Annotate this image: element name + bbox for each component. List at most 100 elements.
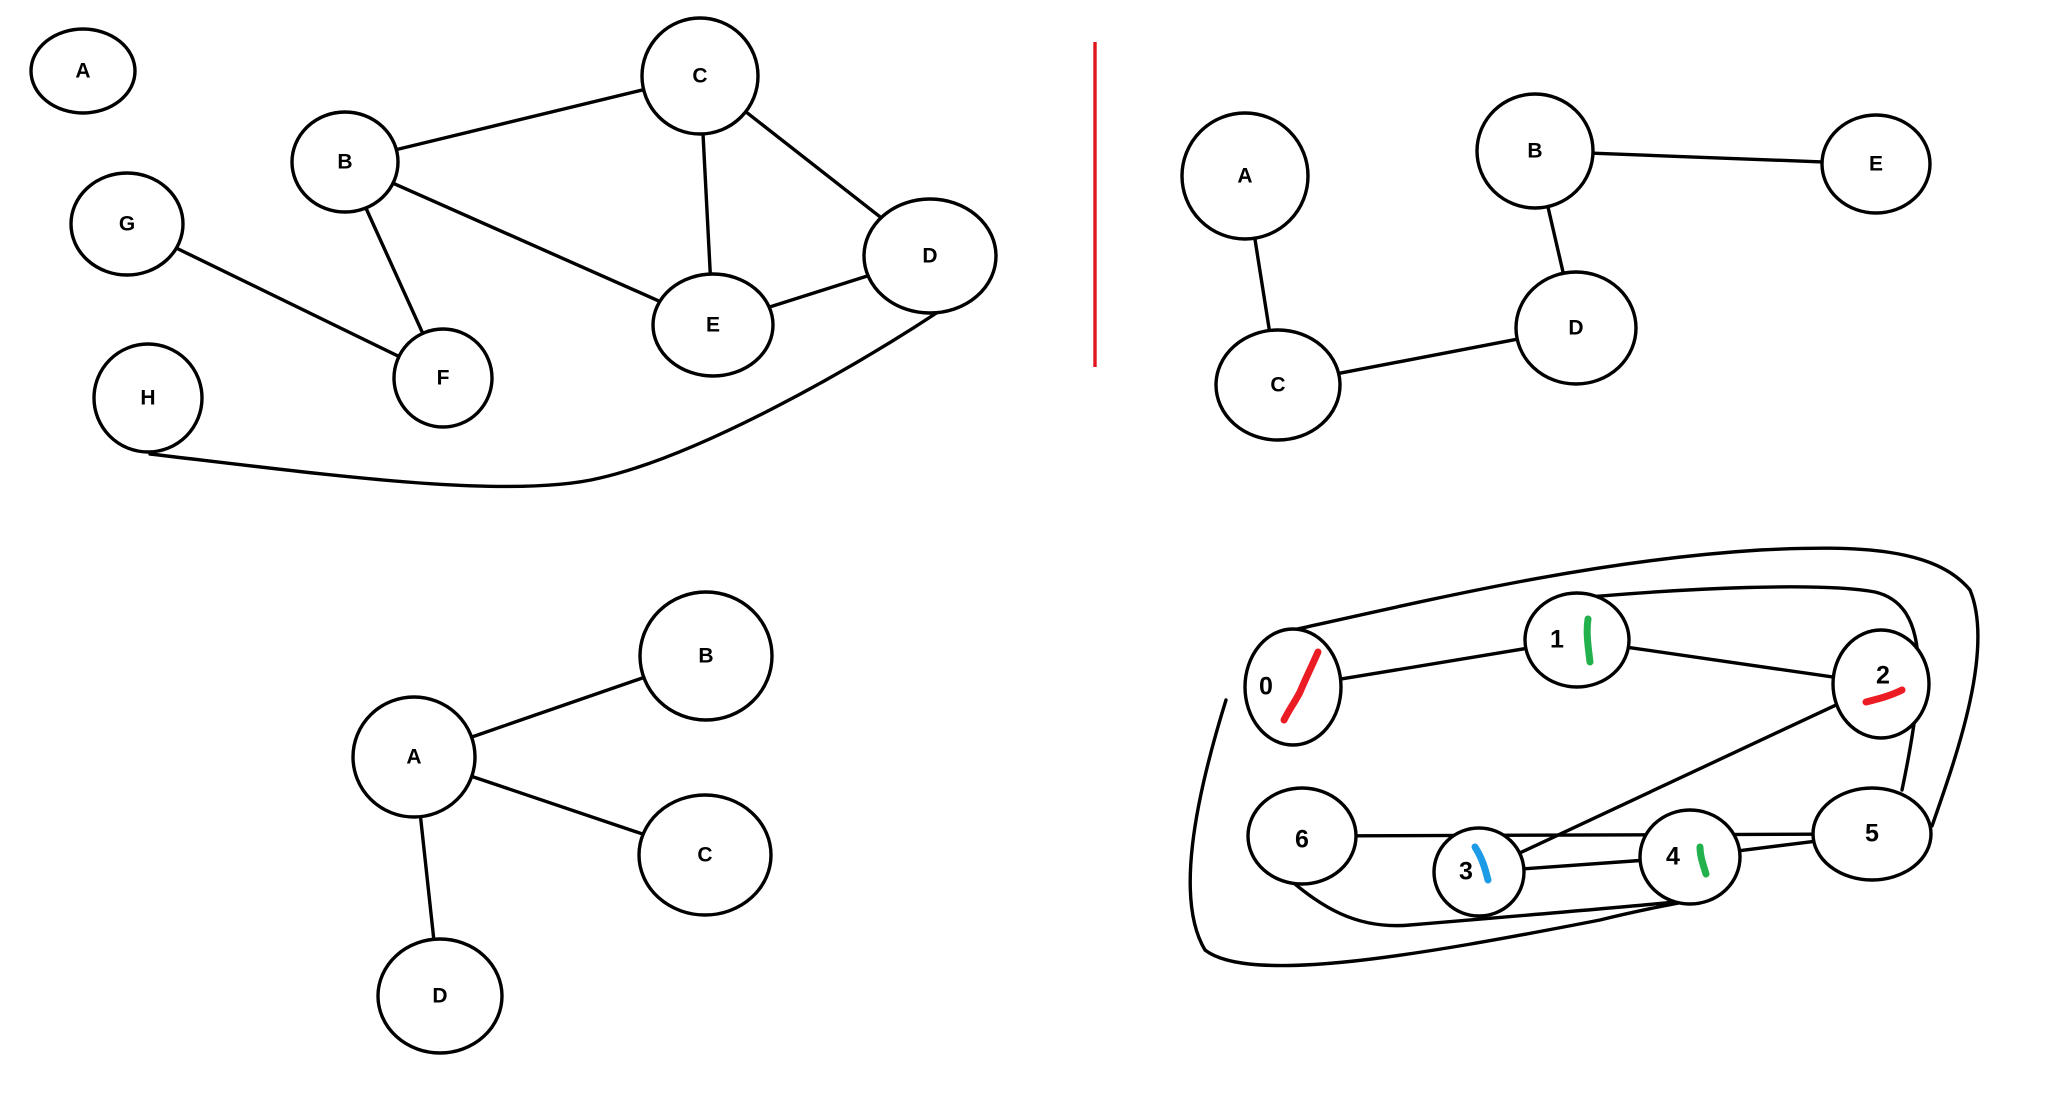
graph-2-edges — [1253, 151, 1824, 376]
graph-2-node-e: E — [1820, 113, 1932, 215]
graph-2-node-c: C — [1214, 328, 1342, 442]
color-mark-red-node-2 — [1862, 686, 1906, 706]
graph-1-node-c: C — [640, 16, 760, 136]
graph-1-edge-c-d — [744, 109, 883, 220]
graph-4-node-5: 5 — [1811, 786, 1933, 882]
node-circle — [1638, 808, 1742, 906]
graph-2-node-b: B — [1475, 92, 1595, 210]
graph-1-edges — [148, 87, 940, 489]
graph-3-node-c: C — [637, 793, 773, 917]
edges-layer — [148, 87, 1980, 968]
graph-2-node-a: A — [1180, 111, 1310, 241]
graph-3-edge-a-d — [418, 815, 436, 941]
graph-1-node-b: B — [290, 110, 400, 214]
graph-1-node-d: D — [862, 197, 998, 315]
node-circle — [29, 27, 137, 115]
nodes-layer: A B C D E F G H A B C D E A B C D 0 1 2 3 4 5 6 — [29, 16, 1933, 1055]
graph-3-node-b: B — [638, 590, 774, 722]
node-circle — [1831, 628, 1931, 740]
node-label: B — [1527, 140, 1542, 163]
graph-1-edge-b-c — [394, 87, 646, 152]
graph-3-node-a: A — [351, 695, 477, 819]
graph-4-edge-3-4 — [1522, 858, 1642, 871]
graph-4-edge-0-1 — [1338, 646, 1528, 681]
color-mark-green-node-4 — [1696, 843, 1710, 878]
node-circle — [69, 171, 185, 277]
graph-1-edge-c-e — [701, 132, 712, 276]
graph-2-node-d: D — [1514, 270, 1638, 386]
node-label: H — [140, 387, 155, 410]
node-circle — [638, 590, 774, 722]
graph-4-node-4: 4 — [1638, 808, 1742, 906]
node-label: 2 — [1876, 662, 1890, 690]
node-label: 6 — [1295, 826, 1309, 854]
graph-4-edge-1-2 — [1626, 645, 1836, 679]
graph-4-node-1: 1 — [1523, 591, 1631, 689]
node-circle — [290, 110, 400, 214]
node-label: C — [1270, 374, 1285, 397]
node-label: A — [1237, 165, 1252, 188]
node-label: 3 — [1459, 858, 1473, 886]
graph-1-node-e: E — [651, 272, 775, 378]
graph-4-edges — [1188, 546, 1980, 968]
graph-3-node-d: D — [376, 937, 504, 1055]
node-circle — [392, 327, 494, 429]
graph-4-edge-0-4 — [1188, 698, 1702, 968]
graph-3-edges — [418, 675, 646, 941]
graph-2-edge-a-c — [1253, 236, 1272, 333]
color-marks-layer — [1280, 615, 1906, 884]
node-label: D — [1568, 317, 1583, 340]
graph-4-node-2: 2 — [1831, 628, 1931, 740]
node-label: C — [697, 844, 712, 867]
color-mark-blue-node-3 — [1471, 843, 1492, 884]
node-circle — [1214, 328, 1342, 442]
node-circle — [862, 197, 998, 315]
node-circle — [1246, 786, 1358, 886]
graph-1-edge-h-d — [148, 310, 940, 489]
node-label: 0 — [1259, 673, 1273, 701]
graph-4-edge-6-4 — [1288, 878, 1698, 928]
node-label: F — [437, 367, 450, 390]
graph-1-node-g: G — [69, 171, 185, 277]
graph-4-node-6: 6 — [1246, 786, 1358, 886]
node-circle — [1811, 786, 1933, 882]
graph-2-edge-b-e — [1591, 151, 1824, 164]
graph-1-node-h: H — [92, 342, 204, 454]
graph-1-nodes: A B C D E F G H — [29, 16, 998, 454]
node-circle — [1820, 113, 1932, 215]
graph-1-node-f: F — [392, 327, 494, 429]
graph-4-node-0: 0 — [1243, 627, 1343, 747]
graph-2-edge-b-d — [1546, 204, 1566, 275]
node-circle — [1514, 270, 1638, 386]
node-circle — [92, 342, 204, 454]
graph-4-edge-6-5 — [1354, 832, 1815, 838]
color-mark-green-node-1 — [1583, 615, 1594, 666]
graph-1-edge-e-d — [767, 274, 870, 309]
node-circle — [1432, 826, 1526, 918]
node-label: 5 — [1865, 820, 1879, 848]
graph-2-edge-c-d — [1336, 337, 1519, 376]
graph-4-edge-2-3 — [1517, 703, 1839, 855]
node-label: B — [337, 151, 352, 174]
node-label: E — [1869, 153, 1883, 176]
node-label: A — [75, 60, 90, 83]
node-circle — [1475, 92, 1595, 210]
node-label: B — [698, 645, 713, 668]
graph-4-node-3: 3 — [1432, 826, 1526, 918]
node-label: D — [922, 245, 937, 268]
node-circle — [640, 16, 760, 136]
node-label: A — [406, 746, 421, 769]
node-label: C — [692, 65, 707, 88]
node-label: D — [432, 985, 447, 1008]
graph-3-nodes: A B C D — [351, 590, 774, 1055]
node-label: 4 — [1666, 843, 1680, 871]
node-label: G — [119, 213, 135, 236]
graph-2-nodes: A B C D E — [1180, 92, 1932, 442]
node-circle — [651, 272, 775, 378]
graph-4-edge-0-5 — [1291, 546, 1980, 828]
graph-3-edge-a-b — [469, 675, 646, 739]
color-mark-red-node-0 — [1280, 648, 1322, 724]
node-circle — [376, 937, 504, 1055]
node-label: 1 — [1550, 626, 1564, 654]
